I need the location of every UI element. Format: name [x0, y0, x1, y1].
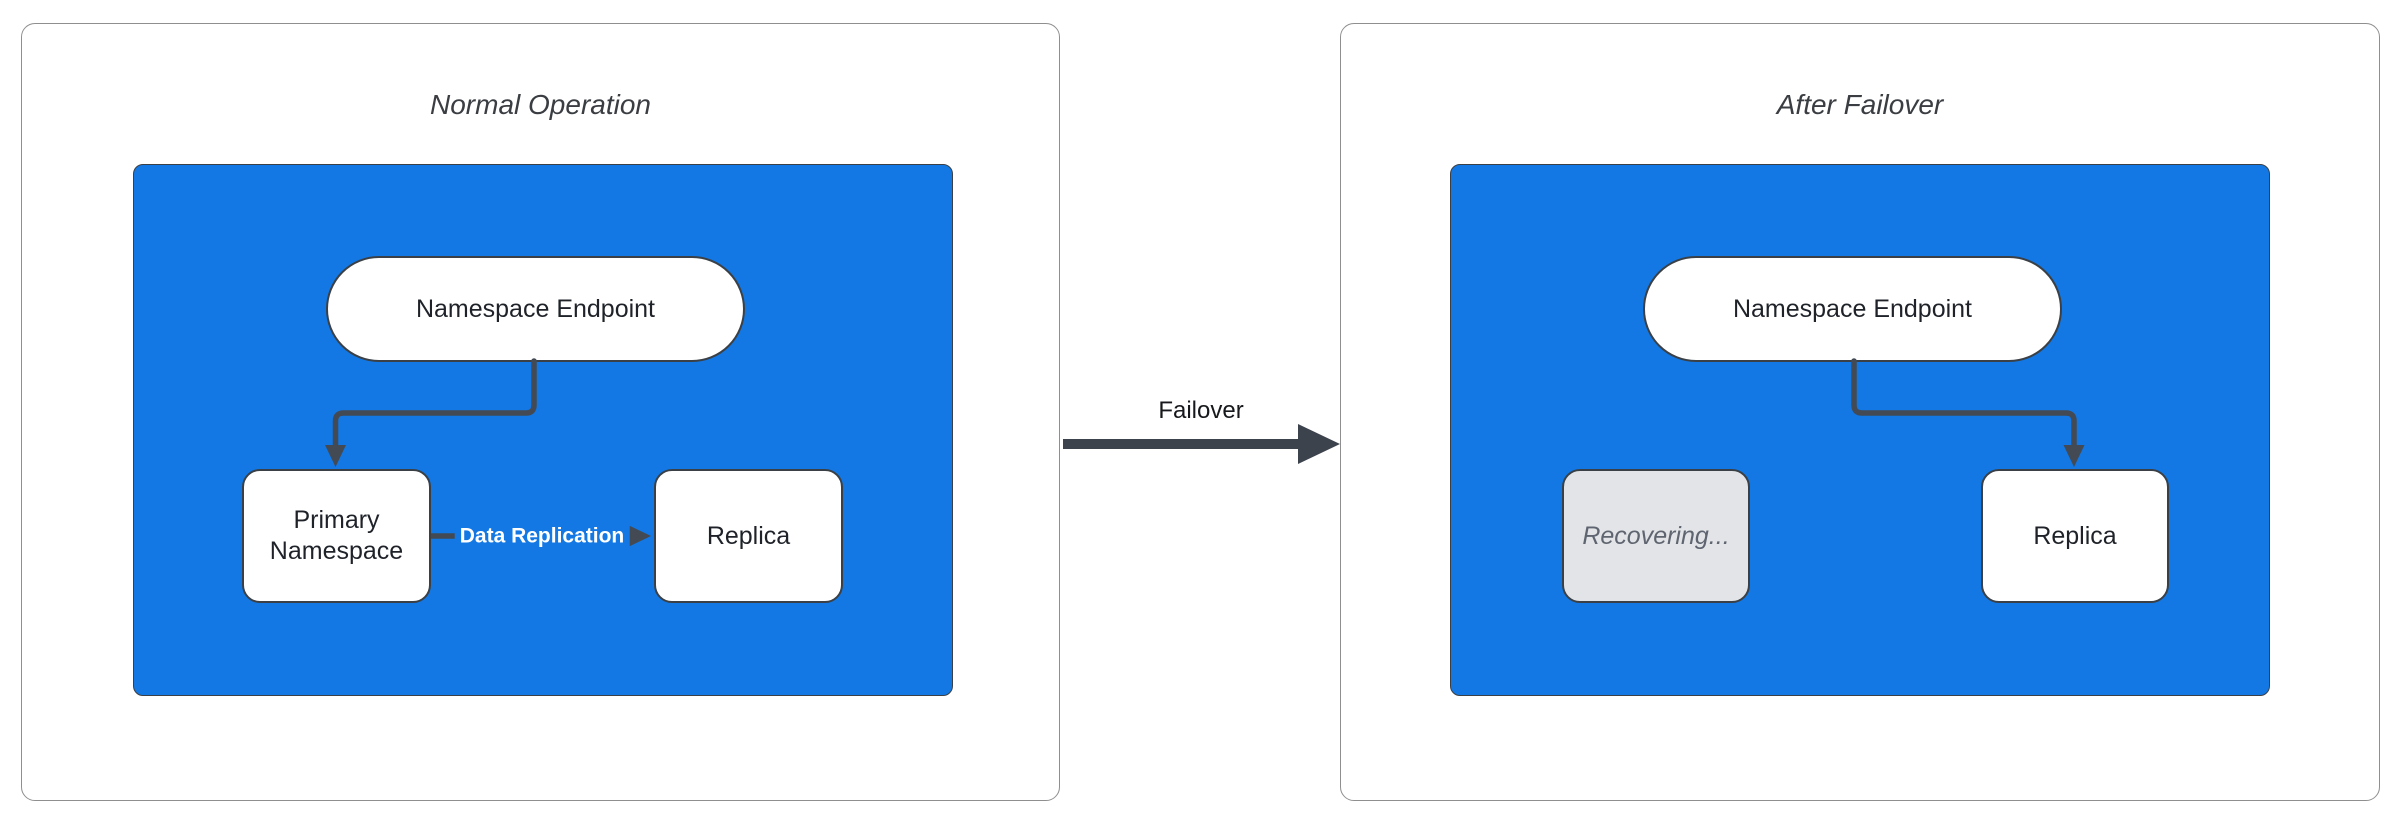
panel-normal-operation: Normal Operation Namespace Endpoint Prim…: [21, 23, 1060, 801]
panel-after-failover: After Failover Namespace Endpoint Recove…: [1340, 23, 2380, 801]
arrow-failover: [1063, 424, 1340, 464]
node-namespace-endpoint-failover: Namespace Endpoint: [1643, 256, 2062, 362]
node-replica-normal: Replica: [654, 469, 843, 603]
node-replica-failover: Replica: [1981, 469, 2169, 603]
node-label: Replica: [2033, 521, 2117, 550]
edge-label-data-replication: Data Replication: [454, 521, 630, 551]
panel-title-after-failover: After Failover: [1776, 89, 1944, 120]
node-label: Namespace Endpoint: [1732, 294, 1973, 323]
node-primary-namespace: Primary Namespace: [242, 469, 431, 603]
panel-title-normal-operation: Normal Operation: [430, 89, 651, 120]
node-label: Replica: [706, 521, 791, 550]
node-label: Namespace Endpoint: [415, 294, 656, 323]
namespace-container-failover: Namespace Endpoint Recovering... Replica: [1450, 164, 2270, 696]
node-label: Primary Namespace: [269, 506, 404, 565]
edge-label-failover: Failover: [1158, 397, 1244, 424]
node-recovering: Recovering...: [1562, 469, 1750, 603]
node-label: Recovering...: [1582, 521, 1730, 550]
node-namespace-endpoint-normal: Namespace Endpoint: [326, 256, 745, 362]
namespace-container-normal: Namespace Endpoint Primary Namespace Rep…: [133, 164, 953, 696]
